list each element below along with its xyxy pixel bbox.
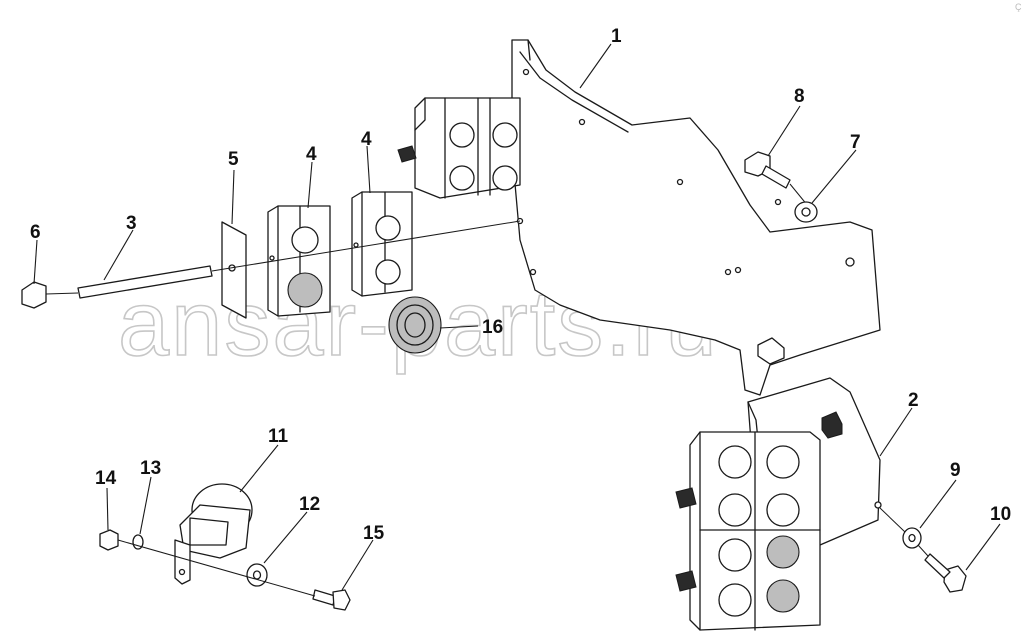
callout-12: 12 [299, 494, 320, 515]
leader-lines [33, 43, 1001, 591]
assembly-axis-line [117, 539, 316, 597]
callout-15: 15 [363, 523, 385, 544]
part-8-bolt [744, 151, 809, 207]
part-6-nut [21, 281, 79, 309]
callout-14: 14 [95, 468, 117, 489]
part-15-bolt [312, 589, 351, 611]
callout-4-left: 4 [306, 144, 317, 165]
part-1-bracket-plate [511, 39, 881, 396]
part-12-washer [246, 563, 268, 587]
part-3-rod [77, 220, 521, 299]
callout-8: 8 [794, 86, 805, 107]
callout-labels: 1 2 3 4 4 5 6 7 8 9 10 11 12 13 14 15 16 [30, 26, 1011, 544]
part-7-washer [794, 201, 818, 223]
callout-9: 9 [950, 460, 961, 481]
part-4-clamp-left [267, 205, 331, 317]
part-10-bolt [917, 544, 967, 593]
lower-clamp-stack [675, 431, 821, 631]
callout-2: 2 [908, 390, 919, 411]
callout-7: 7 [850, 132, 861, 153]
callout-16: 16 [482, 317, 503, 338]
callout-1: 1 [611, 26, 622, 47]
part-9-washer [879, 507, 922, 549]
part-11-bushing [174, 483, 253, 585]
part-5-plate [221, 221, 247, 319]
callout-5: 5 [228, 149, 239, 170]
callout-13: 13 [140, 458, 161, 479]
upper-clamp-block [397, 97, 521, 199]
part-16-coil-insert [388, 296, 442, 354]
part-13-lock-washer [132, 534, 144, 550]
corner-mark: Ç [1015, 2, 1022, 12]
callout-6: 6 [30, 222, 41, 243]
callout-11: 11 [268, 426, 289, 447]
callout-10: 10 [990, 504, 1011, 525]
part-14-nut [99, 529, 119, 551]
part-4-clamp-right [351, 191, 413, 297]
callout-4-right: 4 [361, 129, 372, 150]
callout-3: 3 [126, 213, 137, 234]
